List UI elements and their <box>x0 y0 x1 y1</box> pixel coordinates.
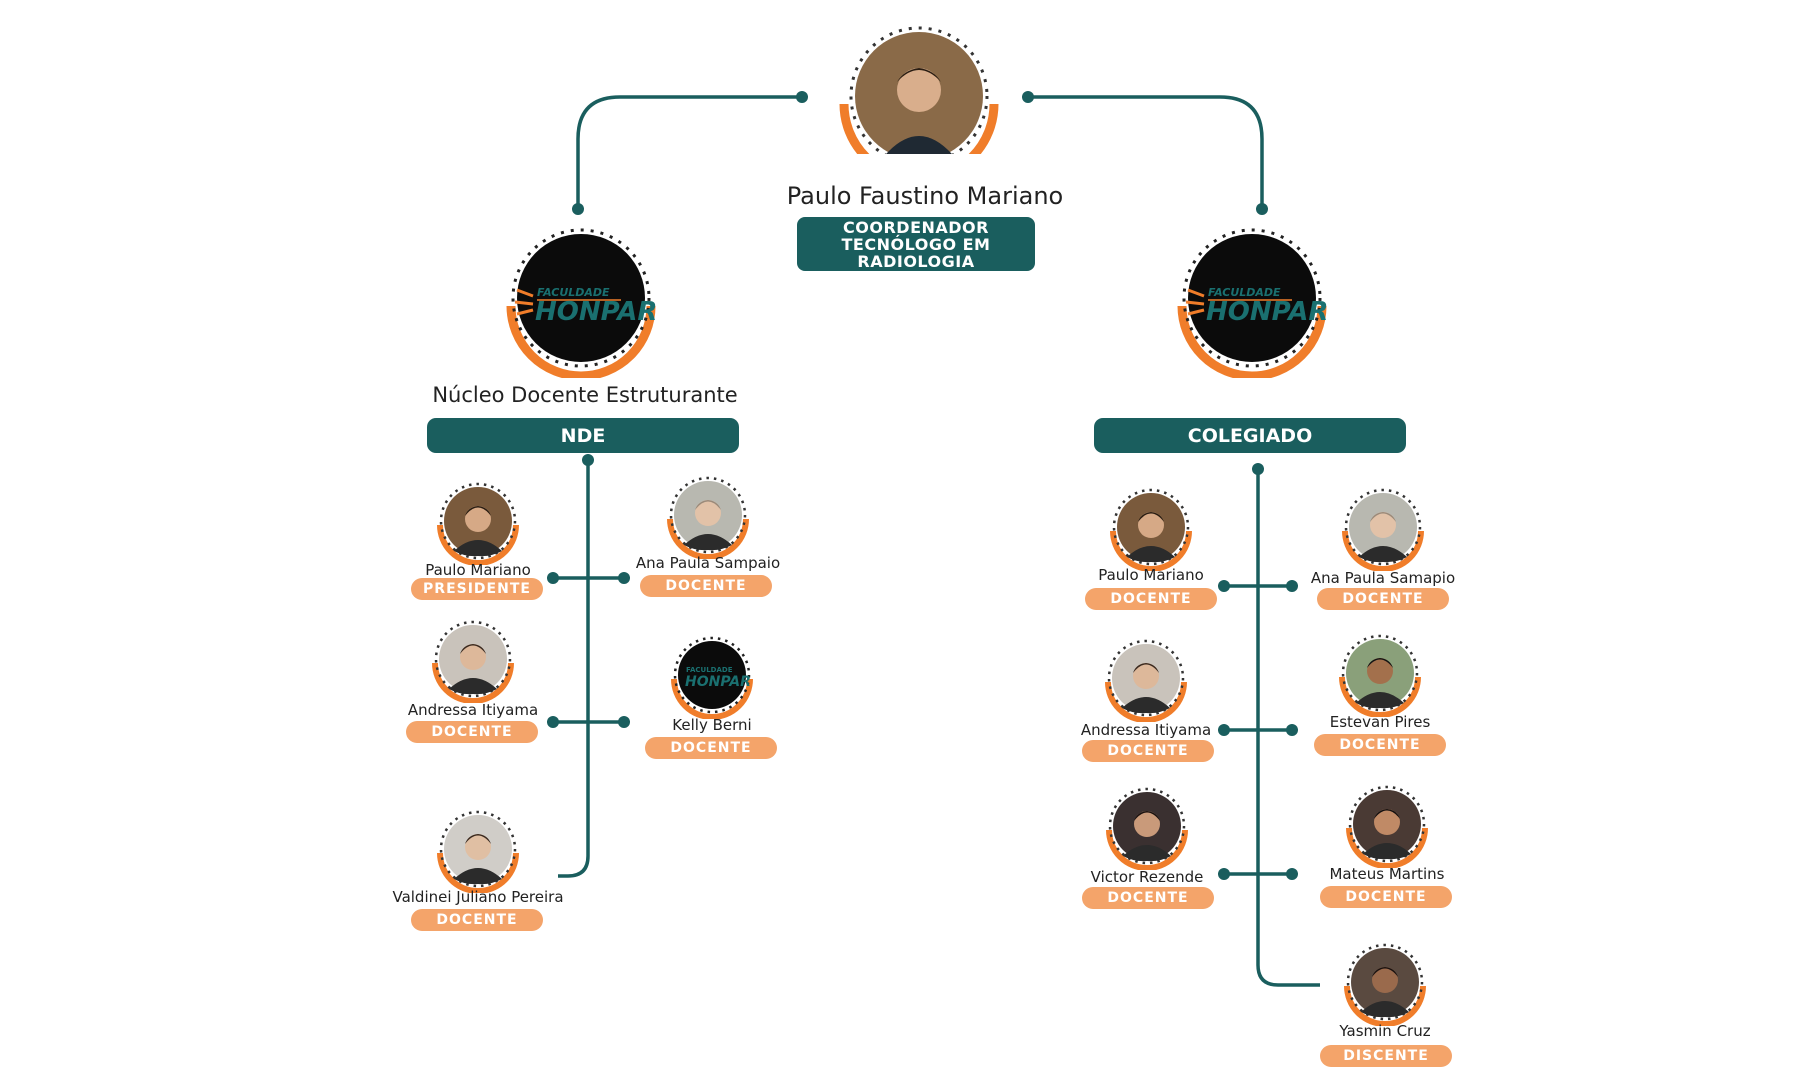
svg-text:FACULDADE: FACULDADE <box>686 666 733 674</box>
nde-member-avatar <box>436 481 520 565</box>
role-line: RADIOLOGIA <box>857 251 975 271</box>
colegiado-member-avatar <box>1345 784 1429 868</box>
svg-text:HONPAR: HONPAR <box>685 674 751 690</box>
colegiado-label: COLEGIADO <box>1094 418 1406 453</box>
nde-member-name: Kelly Berni <box>672 716 752 734</box>
colegiado-member-role-badge: DISCENTE <box>1320 1045 1452 1067</box>
colegiado-member-name: Yasmin Cruz <box>1339 1022 1431 1040</box>
nde-member-role-badge: DOCENTE <box>411 909 543 931</box>
logo-text-small: FACULDADE <box>537 286 610 299</box>
colegiado-member-avatar <box>1343 942 1427 1026</box>
colegiado-member-avatar <box>1338 633 1422 717</box>
colegiado-member-name: Victor Rezende <box>1090 868 1204 886</box>
nde-member-avatar <box>431 619 515 703</box>
nde-member-avatar <box>436 809 520 893</box>
colegiado-member-name: Ana Paula Samapio <box>1310 569 1456 587</box>
colegiado-member-avatar <box>1104 638 1188 722</box>
colegiado-member-role-badge: DOCENTE <box>1317 588 1449 610</box>
nde-label: NDE <box>427 418 739 453</box>
role-line: TECNÓLOGO EM <box>841 234 991 254</box>
colegiado-member-name: Mateus Martins <box>1329 865 1445 883</box>
nde-member-name: Valdinei Juliano Pereira <box>392 888 564 906</box>
nde-member-name: Paulo Mariano <box>425 561 531 579</box>
coordinator-role-badge: COORDENADOR TECNÓLOGO EM RADIOLOGIA <box>797 217 1035 271</box>
colegiado-member-role-badge: DOCENTE <box>1320 886 1452 908</box>
colegiado-member-avatar <box>1341 487 1425 571</box>
nde-member-role-badge: DOCENTE <box>645 737 777 759</box>
nde-member-role-badge: DOCENTE <box>640 575 772 597</box>
role-line: COORDENADOR <box>843 217 989 237</box>
colegiado-member-avatar <box>1109 487 1193 571</box>
colegiado-member-name: Paulo Mariano <box>1098 566 1204 584</box>
colegiado-member-avatar <box>1105 786 1189 870</box>
nde-member-role-badge: PRESIDENTE <box>411 578 543 600</box>
coordinator-name: Paulo Faustino Mariano <box>786 182 1064 210</box>
colegiado-member-role-badge: DOCENTE <box>1314 734 1446 756</box>
nde-member-avatar <box>666 475 750 559</box>
logo-text-small: FACULDADE <box>1208 286 1281 299</box>
nde-member-name: Andressa Itiyama <box>407 701 539 719</box>
coordinator-photo <box>836 22 1002 154</box>
colegiado-member-role-badge: DOCENTE <box>1085 588 1217 610</box>
nde-heading: Núcleo Docente Estruturante <box>432 383 738 407</box>
logo-text-large: HONPAR <box>1206 297 1328 327</box>
colegiado-member-role-badge: DOCENTE <box>1082 887 1214 909</box>
colegiado-member-name: Andressa Itiyama <box>1080 721 1212 739</box>
nde-member-role-badge: DOCENTE <box>406 721 538 743</box>
colegiado-member-role-badge: DOCENTE <box>1082 740 1214 762</box>
colegiado-member-name: Estevan Pires <box>1329 713 1431 731</box>
logo-text-large: HONPAR <box>535 297 657 327</box>
nde-member-name: Ana Paula Sampaio <box>635 554 781 572</box>
